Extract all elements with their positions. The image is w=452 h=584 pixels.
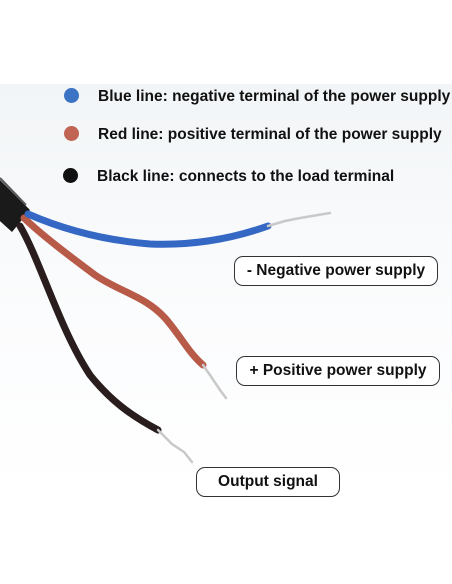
negative-power-label: - Negative power supply (234, 256, 438, 286)
black-wire-bare-end (156, 428, 194, 464)
legend-red-text: Red line: positive terminal of the power… (98, 126, 442, 143)
diagram-background (0, 84, 452, 498)
positive-power-label: + Positive power supply (236, 356, 440, 386)
blue-wire (24, 210, 272, 248)
blue-dot-icon (64, 88, 79, 103)
black-dot-icon (63, 168, 78, 183)
red-wire-bare-end (201, 363, 228, 400)
red-dot-icon (64, 126, 79, 141)
black-wire (16, 222, 162, 434)
legend-blue-text: Blue line: negative terminal of the powe… (98, 88, 451, 105)
output-signal-label: Output signal (196, 467, 340, 497)
red-wire (20, 214, 207, 369)
sheath-highlight (0, 177, 27, 206)
legend-black-text: Black line: connects to the load termina… (97, 168, 395, 185)
blue-wire-bare-end (266, 211, 332, 228)
